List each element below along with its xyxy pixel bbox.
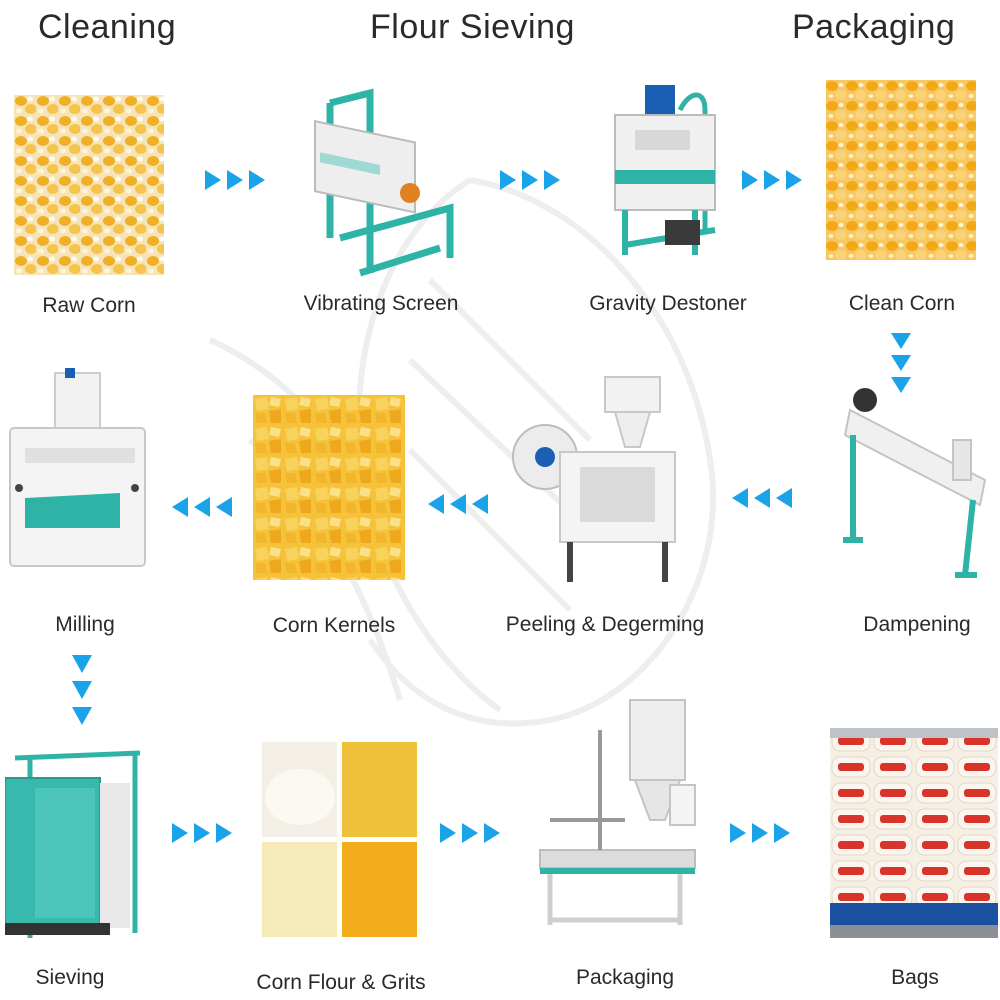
packaging-machine-image — [530, 690, 705, 935]
label-corn-kernels: Corn Kernels — [272, 614, 396, 637]
label-raw-corn: Raw Corn — [42, 294, 136, 317]
label-corn-flour-grits: Corn Flour & Grits — [256, 971, 426, 994]
arrow-right-icon — [730, 823, 792, 843]
vibrating-screen-machine-image — [300, 88, 460, 283]
label-milling: Milling — [55, 613, 115, 636]
arrow-left-icon — [172, 497, 234, 517]
header-packaging: Packaging — [792, 8, 956, 46]
arrow-right-icon — [500, 170, 562, 190]
arrow-right-icon — [172, 823, 234, 843]
label-gravity-destoner: Gravity Destoner — [589, 292, 747, 315]
clean-corn-image — [826, 80, 976, 260]
label-packaging: Packaging — [575, 966, 675, 989]
arrow-left-icon — [428, 494, 490, 514]
label-dampening: Dampening — [863, 613, 971, 636]
label-vibrating-screen: Vibrating Screen — [303, 292, 459, 315]
corn-flour-grits-image — [262, 742, 417, 937]
arrow-down-icon — [891, 333, 911, 395]
raw-corn-image — [14, 95, 164, 275]
arrow-down-icon — [72, 655, 92, 727]
dampening-machine-image — [835, 380, 990, 580]
label-sieving: Sieving — [35, 966, 105, 989]
arrow-left-icon — [732, 488, 794, 508]
label-peeling-degerming: Peeling & Degerming — [505, 613, 705, 636]
header-flour-sieving: Flour Sieving — [370, 8, 575, 46]
gravity-destoner-machine-image — [605, 80, 725, 270]
label-bags: Bags — [891, 966, 939, 989]
arrow-right-icon — [440, 823, 502, 843]
milling-machine-image — [5, 368, 150, 568]
label-clean-corn: Clean Corn — [848, 292, 956, 315]
header-cleaning: Cleaning — [38, 8, 177, 46]
peeling-degerming-machine-image — [510, 372, 680, 587]
arrow-right-icon — [205, 170, 267, 190]
corn-kernels-image — [253, 395, 405, 580]
arrow-right-icon — [742, 170, 804, 190]
bags-stack-image — [830, 728, 998, 938]
sieving-machine-image — [5, 748, 150, 943]
